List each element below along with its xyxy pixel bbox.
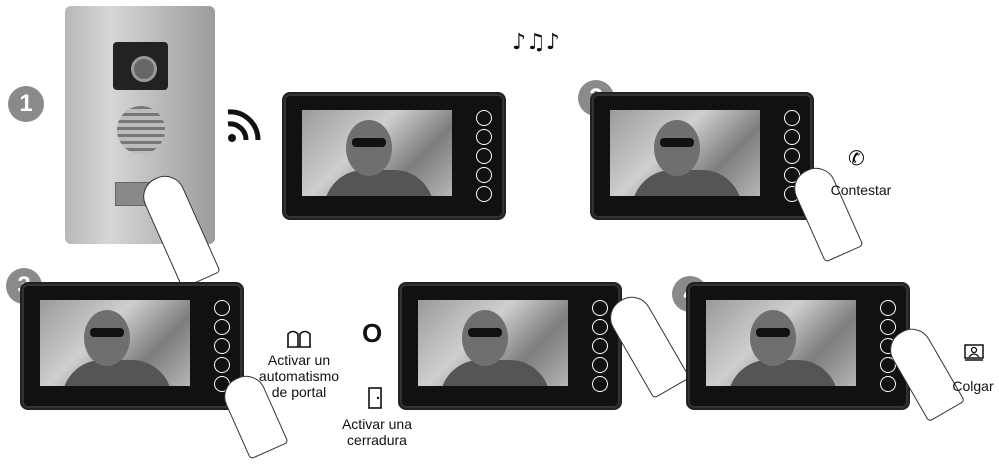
monitor-button[interactable] (214, 300, 230, 316)
video-screen (610, 110, 760, 196)
monitor-button[interactable] (214, 357, 230, 373)
monitor-button[interactable] (214, 319, 230, 335)
video-screen (302, 110, 452, 196)
monitor-lock (398, 282, 622, 410)
lock-label-2: cerradura (334, 432, 420, 448)
monitor-ringing (282, 92, 506, 220)
monitor-person-icon (963, 344, 985, 362)
monitor-button[interactable] (476, 129, 492, 145)
monitor-button[interactable] (476, 167, 492, 183)
hangup-label: Colgar (948, 378, 998, 394)
monitor-button[interactable] (592, 300, 608, 316)
speaker-grille (117, 106, 165, 154)
video-screen (706, 300, 856, 386)
monitor-answer (590, 92, 814, 220)
monitor-button[interactable] (214, 338, 230, 354)
monitor-buttons (592, 300, 610, 395)
monitor-button[interactable] (476, 148, 492, 164)
monitor-button[interactable] (592, 319, 608, 335)
answer-label: Contestar (826, 182, 896, 198)
monitor-button[interactable] (784, 110, 800, 126)
music-notes-icon: ♪♫♪ (512, 30, 560, 55)
monitor-gate (20, 282, 244, 410)
gate-label-1: Activar un (256, 352, 342, 368)
lock-label-1: Activar una (334, 416, 420, 432)
door-icon (366, 386, 384, 410)
gate-label-2: automatismo (252, 368, 346, 384)
signal-waves-icon (222, 100, 268, 150)
monitor-button[interactable] (784, 129, 800, 145)
monitor-button[interactable] (476, 186, 492, 202)
or-separator: O (362, 318, 382, 349)
monitor-buttons (214, 300, 232, 395)
monitor-button[interactable] (592, 338, 608, 354)
monitor-button[interactable] (784, 148, 800, 164)
gate-label-3: de portal (256, 384, 342, 400)
monitor-button[interactable] (880, 319, 896, 335)
monitor-button[interactable] (592, 376, 608, 392)
gate-icon (286, 328, 312, 348)
camera-lens-icon (131, 56, 157, 82)
monitor-buttons (476, 110, 494, 205)
monitor-hangup (686, 282, 910, 410)
video-screen (40, 300, 190, 386)
monitor-button[interactable] (880, 376, 896, 392)
step-badge-1: 1 (8, 86, 44, 122)
video-screen (418, 300, 568, 386)
monitor-button[interactable] (476, 110, 492, 126)
phone-icon: ✆ (848, 146, 865, 170)
monitor-button[interactable] (592, 357, 608, 373)
monitor-button[interactable] (880, 300, 896, 316)
